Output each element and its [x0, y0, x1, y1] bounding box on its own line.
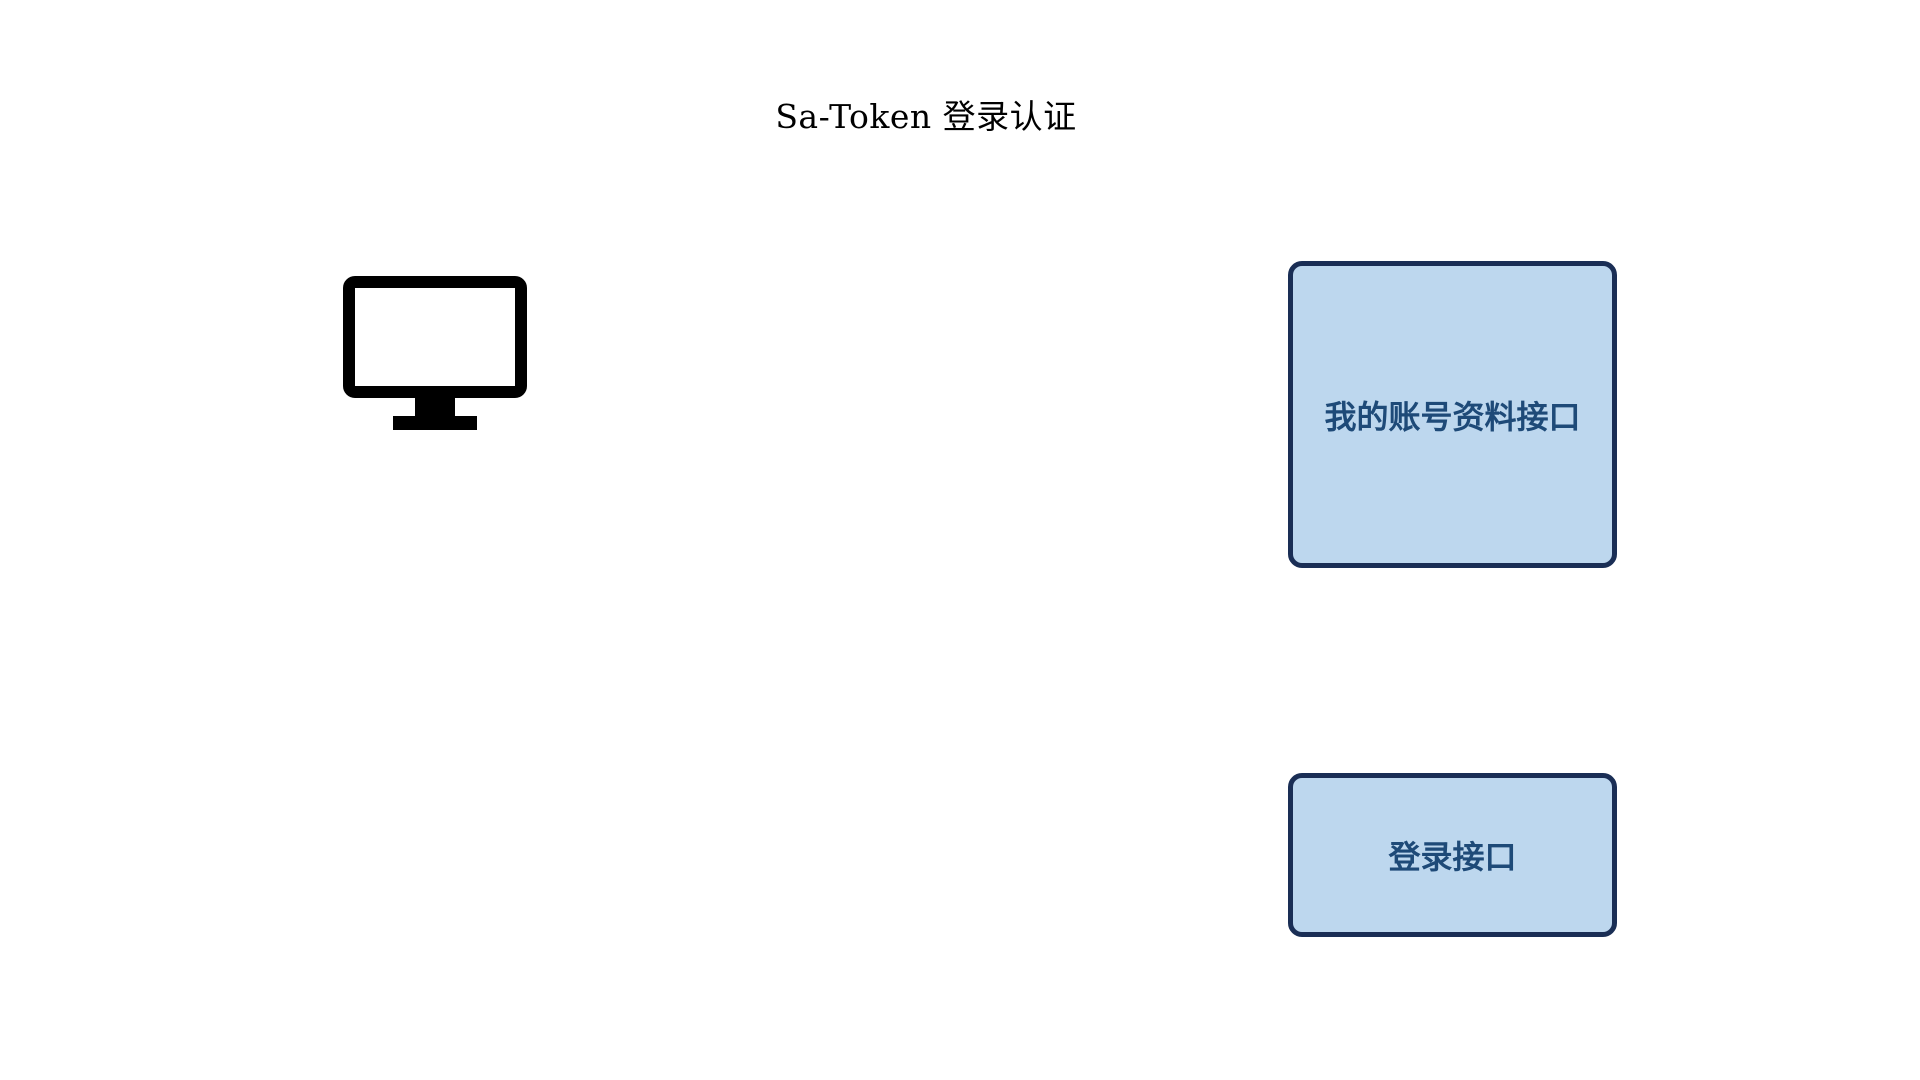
diagram-title: Sa-Token 登录认证 — [775, 97, 1077, 136]
monitor-icon — [343, 276, 527, 430]
login-api-label: 登录接口 — [1388, 838, 1517, 876]
profile-api-node: 我的账号资料接口 — [1288, 261, 1617, 568]
profile-api-label: 我的账号资料接口 — [1324, 397, 1581, 436]
login-api-node: 登录接口 — [1288, 773, 1617, 937]
